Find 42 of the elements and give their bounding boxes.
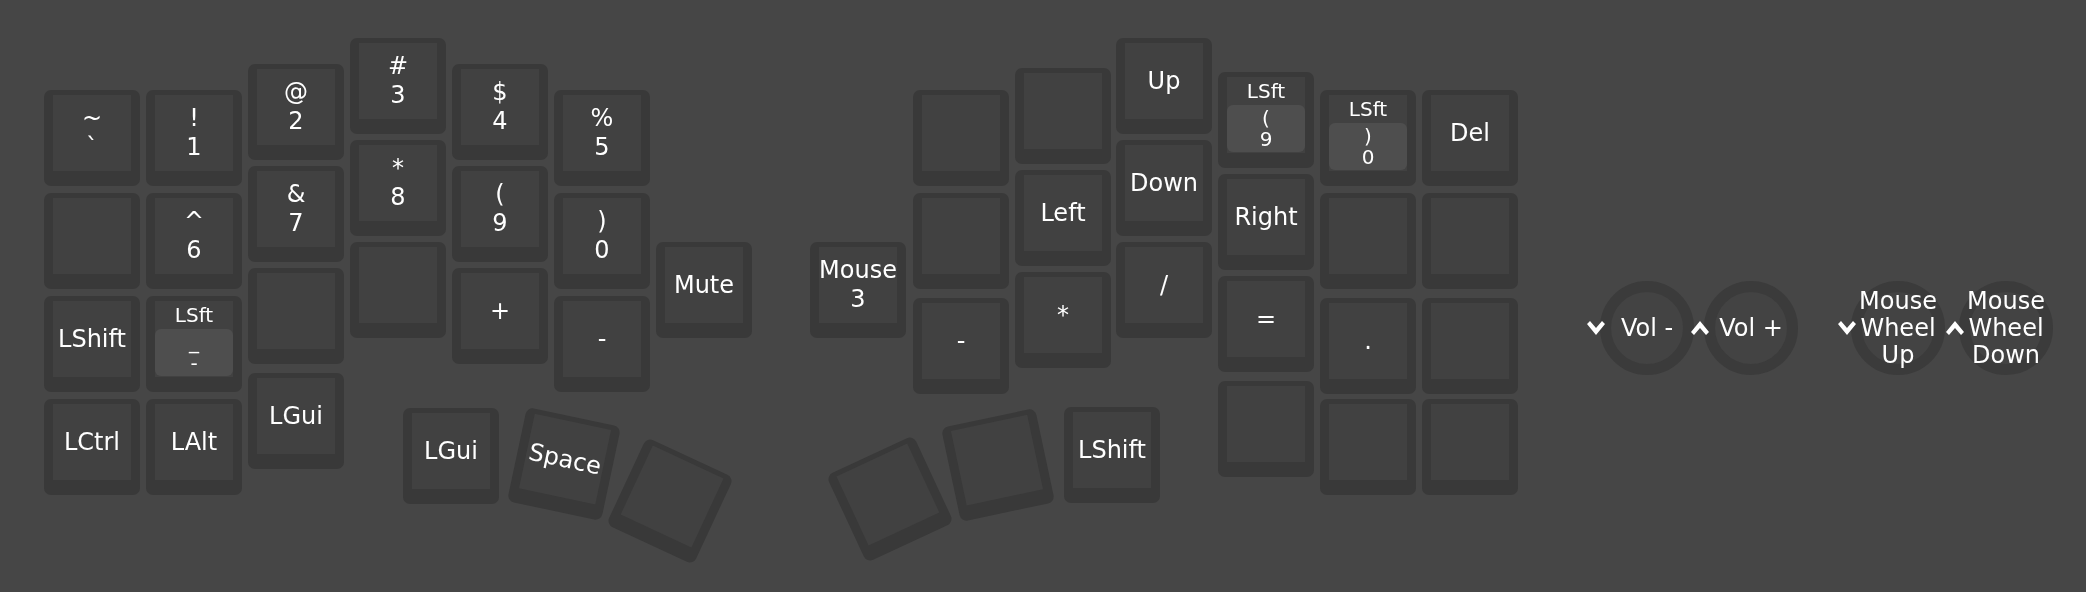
key-legend: LShift [58,324,126,354]
key-legend: ( 9 [492,180,508,238]
key-legend: $ 4 [492,78,508,136]
hold-label: LSft [174,303,214,327]
key-legend: LGui [424,436,478,466]
key-legend: ^ 6 [183,207,205,265]
key-legend: = [1255,304,1277,334]
tap-legend: ) 0 [1329,123,1407,170]
key-legend: + [489,296,511,326]
key-legend: & 7 [286,180,306,238]
key-legend: - [956,326,966,356]
key-legend: % 5 [590,104,614,162]
key-legend: * [1057,300,1069,330]
key-legend: . [1364,326,1372,356]
key-legend: Mouse 3 [819,256,897,314]
key-legend: Del [1450,118,1490,148]
key-legend: ~ ` [81,104,103,162]
hold-label: LSft [1246,79,1286,103]
key-legend: LCtrl [63,427,121,457]
key-legend: Space [526,437,604,481]
key-legend: - [597,324,607,354]
key-legend: Down [1130,168,1198,198]
encoder-label: Mouse Wheel Up [1858,287,1938,369]
key-legend: # 3 [387,52,409,110]
key-legend: @ 2 [284,78,308,136]
encoder-label: Vol - [1620,314,1674,342]
key-legend: Right [1234,202,1298,232]
key-legend: Mute [673,270,735,300]
hold-label: LSft [1348,97,1388,121]
key-legend: ! 1 [186,104,202,162]
key-legend: Up [1147,66,1181,96]
encoder-label: Mouse Wheel Down [1966,287,2046,369]
tap-legend: ( 9 [1227,105,1305,152]
key-legend: LAlt [170,427,218,457]
key-legend: ) 0 [594,207,610,265]
key-legend: * 8 [390,154,406,212]
encoder-label: Vol + [1719,314,1783,342]
key-legend: / [1159,270,1169,300]
key-legend: Left [1040,198,1086,228]
key-legend: LShift [1078,435,1146,465]
key-legend: LGui [269,401,323,431]
tap-legend: _ - [155,329,233,376]
